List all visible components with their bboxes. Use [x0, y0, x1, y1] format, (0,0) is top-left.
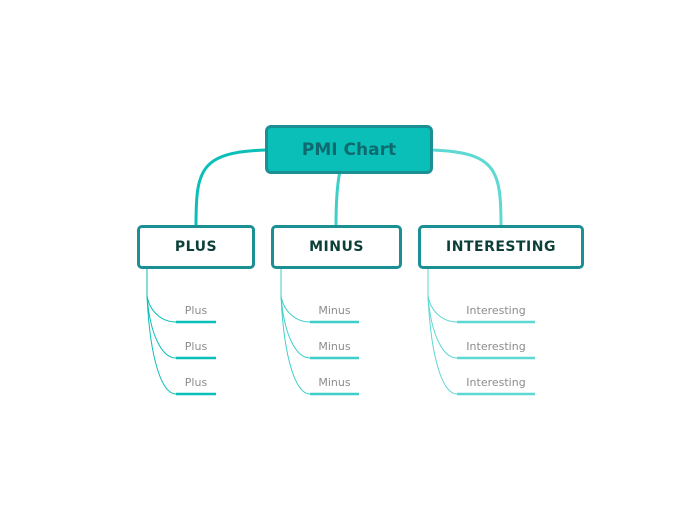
- subtopic-minus-2[interactable]: Minus: [310, 340, 359, 353]
- subtopic-label: Plus: [184, 304, 208, 317]
- subtopic-label: Minus: [318, 376, 351, 389]
- branch-topic-interesting[interactable]: INTERESTING: [418, 225, 584, 269]
- subtopic-label: Interesting: [466, 304, 526, 317]
- subtopic-minus-1[interactable]: Minus: [310, 304, 359, 317]
- interesting-leaf-connectors: [427, 268, 535, 396]
- subtopic-label: Interesting: [466, 340, 526, 353]
- connector-root-plus: [194, 148, 267, 226]
- branch-topic-label: INTERESTING: [446, 239, 556, 255]
- branch-topic-minus[interactable]: MINUS: [271, 225, 402, 269]
- root-topic-label: PMI Chart: [301, 139, 397, 160]
- subtopic-label: Interesting: [466, 376, 526, 389]
- subtopic-label: Plus: [184, 340, 208, 353]
- subtopic-interesting-2[interactable]: Interesting: [457, 340, 535, 353]
- subtopic-plus-1[interactable]: Plus: [176, 304, 216, 317]
- subtopic-plus-2[interactable]: Plus: [176, 340, 216, 353]
- subtopic-label: Minus: [318, 304, 351, 317]
- connector-root-interesting: [430, 148, 503, 226]
- minus-leaf-connectors: [280, 268, 359, 396]
- connector-root-minus: [334, 170, 342, 226]
- branch-topic-label: PLUS: [174, 239, 218, 255]
- subtopic-interesting-1[interactable]: Interesting: [457, 304, 535, 317]
- branch-topic-plus[interactable]: PLUS: [137, 225, 255, 269]
- branch-topic-label: MINUS: [309, 239, 364, 255]
- plus-leaf-connectors: [146, 268, 216, 396]
- subtopic-label: Plus: [184, 376, 208, 389]
- subtopic-plus-3[interactable]: Plus: [176, 376, 216, 389]
- subtopic-interesting-3[interactable]: Interesting: [457, 376, 535, 389]
- subtopic-minus-3[interactable]: Minus: [310, 376, 359, 389]
- subtopic-label: Minus: [318, 340, 351, 353]
- root-topic-pmi-chart[interactable]: PMI Chart: [265, 125, 433, 174]
